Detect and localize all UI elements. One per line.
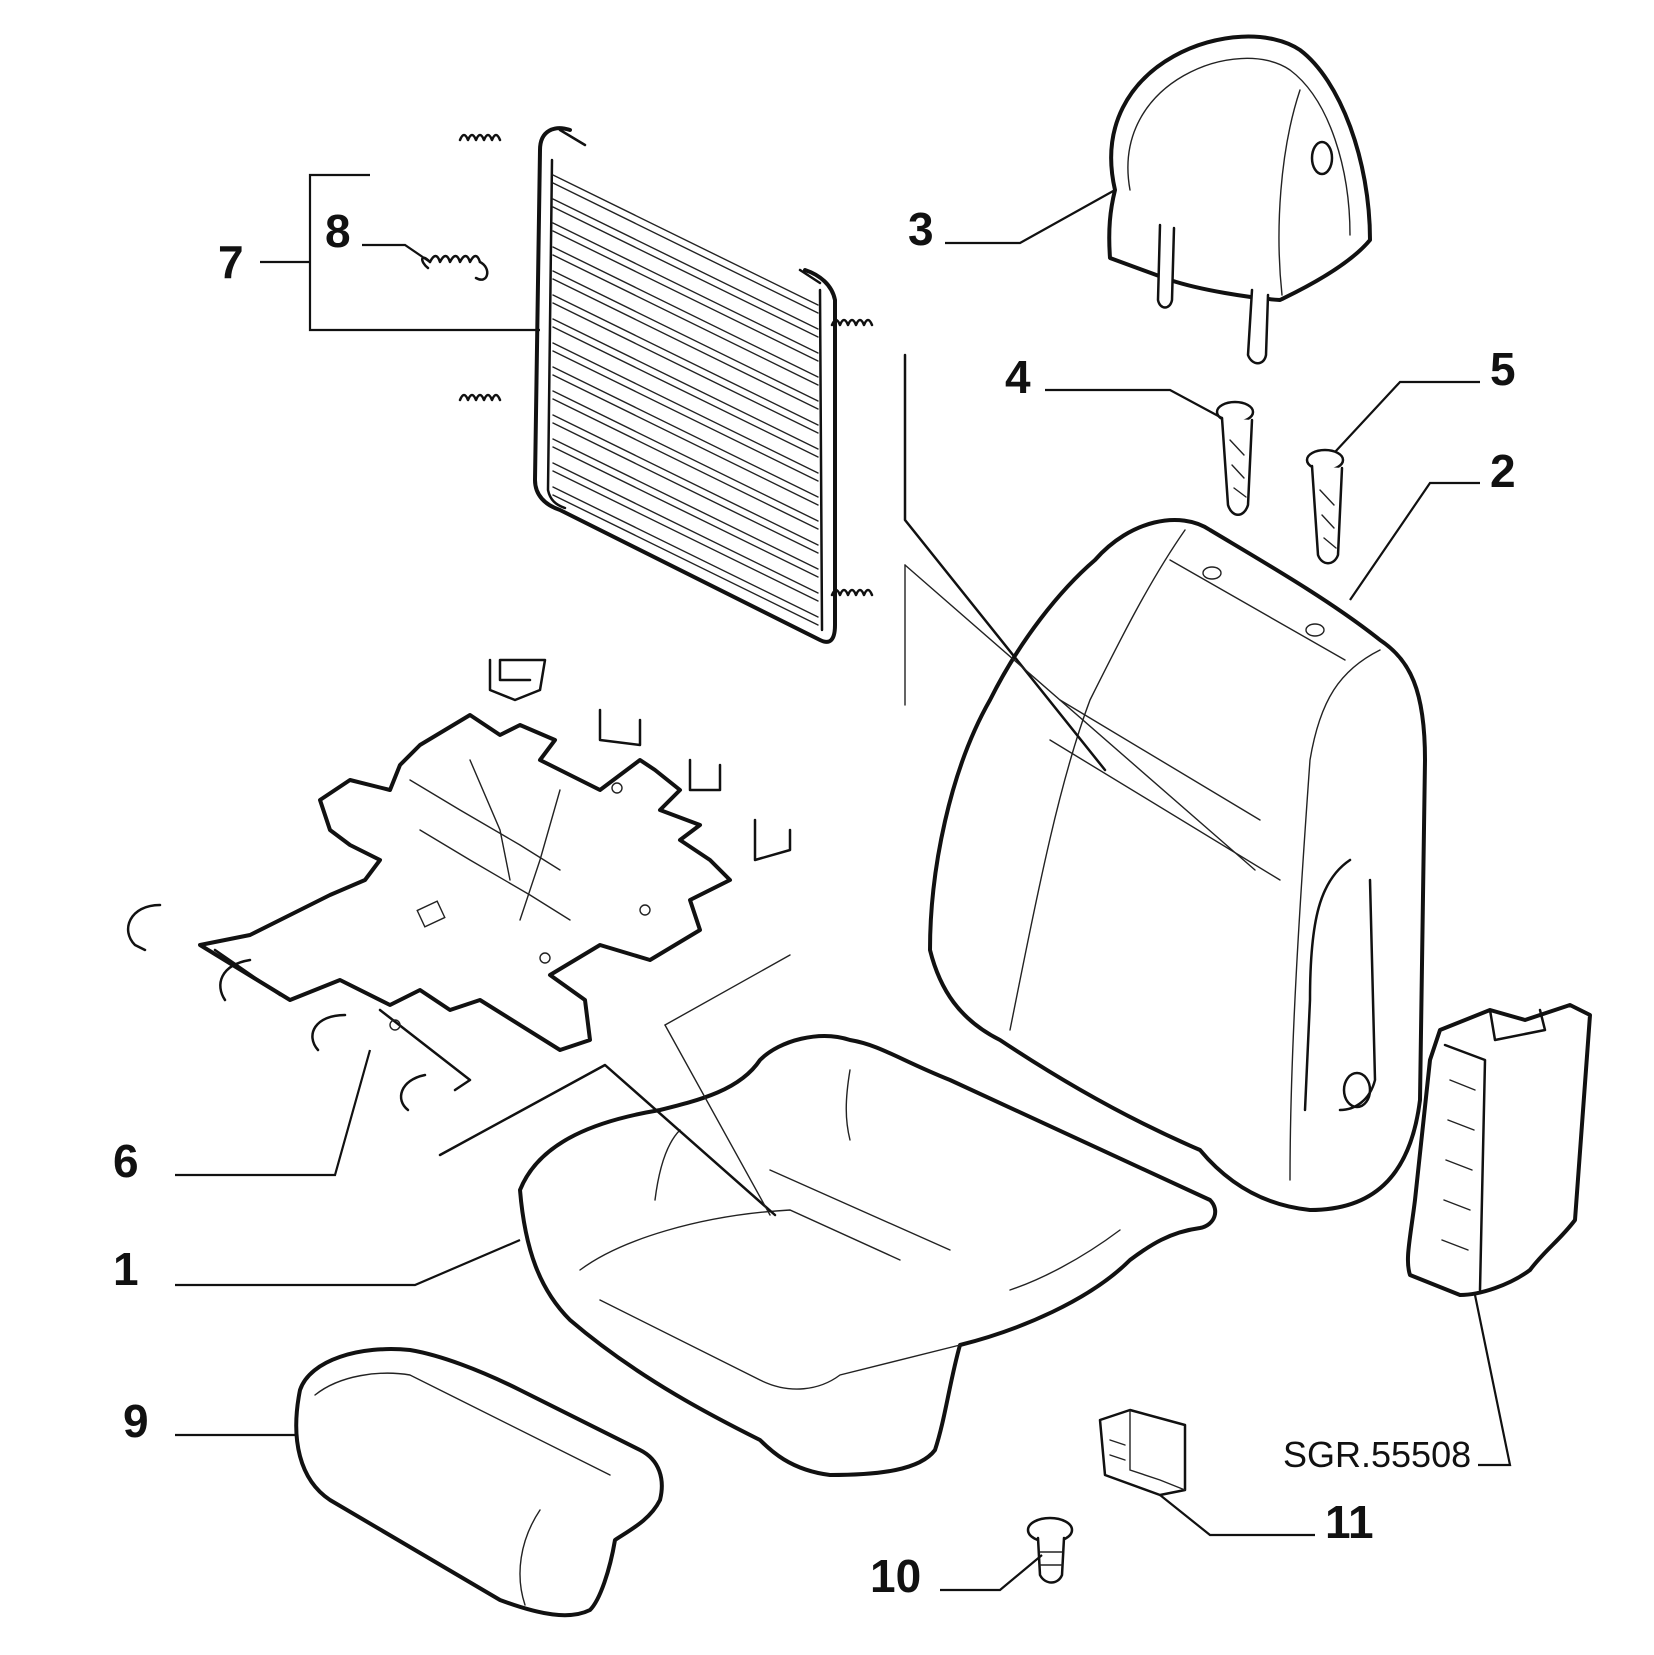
mat-slat-edge [552, 254, 819, 386]
mat-slat-edge [552, 326, 819, 458]
callout-11: 11 [1325, 1496, 1374, 1548]
mat-slat [552, 198, 819, 330]
mat-slat [552, 342, 819, 474]
mat-spring [458, 393, 502, 402]
callout-9: 9 [123, 1395, 149, 1447]
callout-10: 10 [870, 1550, 921, 1602]
callout-6: 6 [113, 1135, 139, 1187]
mat-spring [830, 318, 874, 327]
mat-slat-edge [552, 206, 819, 338]
callout-3: 3 [908, 203, 934, 255]
spring-part [421, 254, 489, 281]
seat-back-part [928, 518, 1427, 1212]
mat-slat-edge [552, 494, 819, 626]
seat-cushion-wire-frame [126, 658, 792, 1112]
mat-slat [552, 366, 819, 498]
cushion-pad-part [294, 1347, 664, 1618]
leader-lines [175, 173, 1512, 1592]
mat-slat-edge [552, 350, 819, 482]
mat-slat-edge [552, 230, 819, 362]
headrest-guide-left [1215, 400, 1255, 516]
mat-slat [552, 462, 819, 594]
mat-slat [552, 222, 819, 354]
mat-slat-edge [552, 302, 819, 434]
mat-slat [552, 390, 819, 522]
callout-1: 1 [113, 1243, 139, 1295]
mat-slat-edge [552, 182, 819, 314]
mat-slat-edge [552, 278, 819, 410]
mat-slat-edge [552, 374, 819, 506]
mat-slat [552, 318, 819, 450]
drawing-code: SGR.55508 [1283, 1434, 1471, 1475]
callout-2: 2 [1490, 445, 1516, 497]
callout-7: 7 [218, 236, 244, 288]
backrest-suspension-mat [458, 126, 874, 644]
seat-cushion-part [518, 1034, 1218, 1477]
side-cover-part [1405, 1003, 1592, 1297]
callout-5: 5 [1490, 343, 1516, 395]
callout-8: 8 [325, 205, 351, 257]
clip-rivet-part [1026, 1516, 1074, 1584]
mat-slat [552, 294, 819, 426]
mat-slat [552, 270, 819, 402]
mat-slat [552, 414, 819, 546]
callout-4: 4 [1005, 351, 1031, 403]
mat-slat [552, 174, 819, 306]
mat-slat-edge [552, 422, 819, 554]
mat-slat-edge [552, 470, 819, 602]
mat-spring [458, 133, 502, 142]
mat-slat [552, 486, 819, 618]
headrest-part [1107, 34, 1372, 365]
mat-slat [552, 246, 819, 378]
mat-slat-edge [552, 446, 819, 578]
mat-spring [830, 588, 874, 597]
mat-slat [552, 438, 819, 570]
headrest-guide-right [1305, 448, 1345, 565]
mat-slat-edge [552, 398, 819, 530]
assembly-guide-lines [438, 353, 1256, 1217]
bracket-part [1098, 1408, 1187, 1497]
